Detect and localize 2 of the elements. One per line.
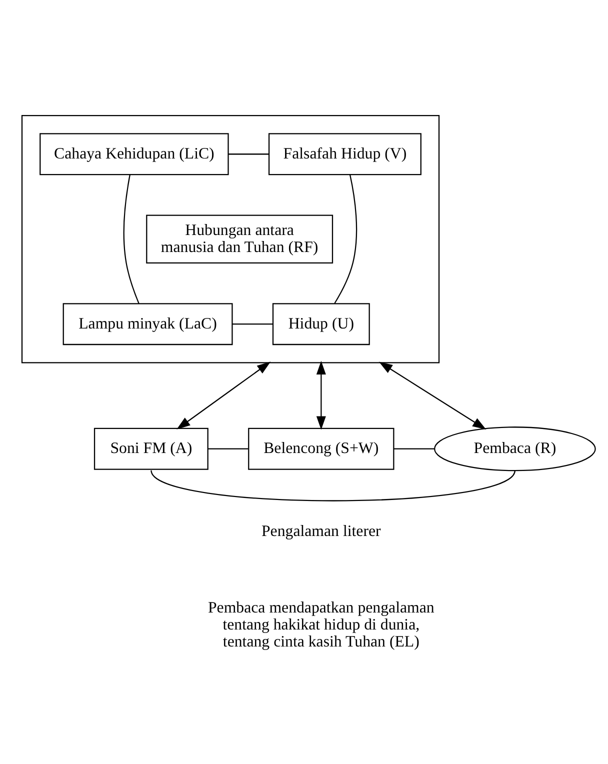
label: Pembaca mendapatkan pengalaman tentang hakikat hidup di dunia, tentang cinta kasih Tuhan (EL) — [208, 599, 434, 650]
label: Pengalaman literer — [261, 522, 381, 540]
